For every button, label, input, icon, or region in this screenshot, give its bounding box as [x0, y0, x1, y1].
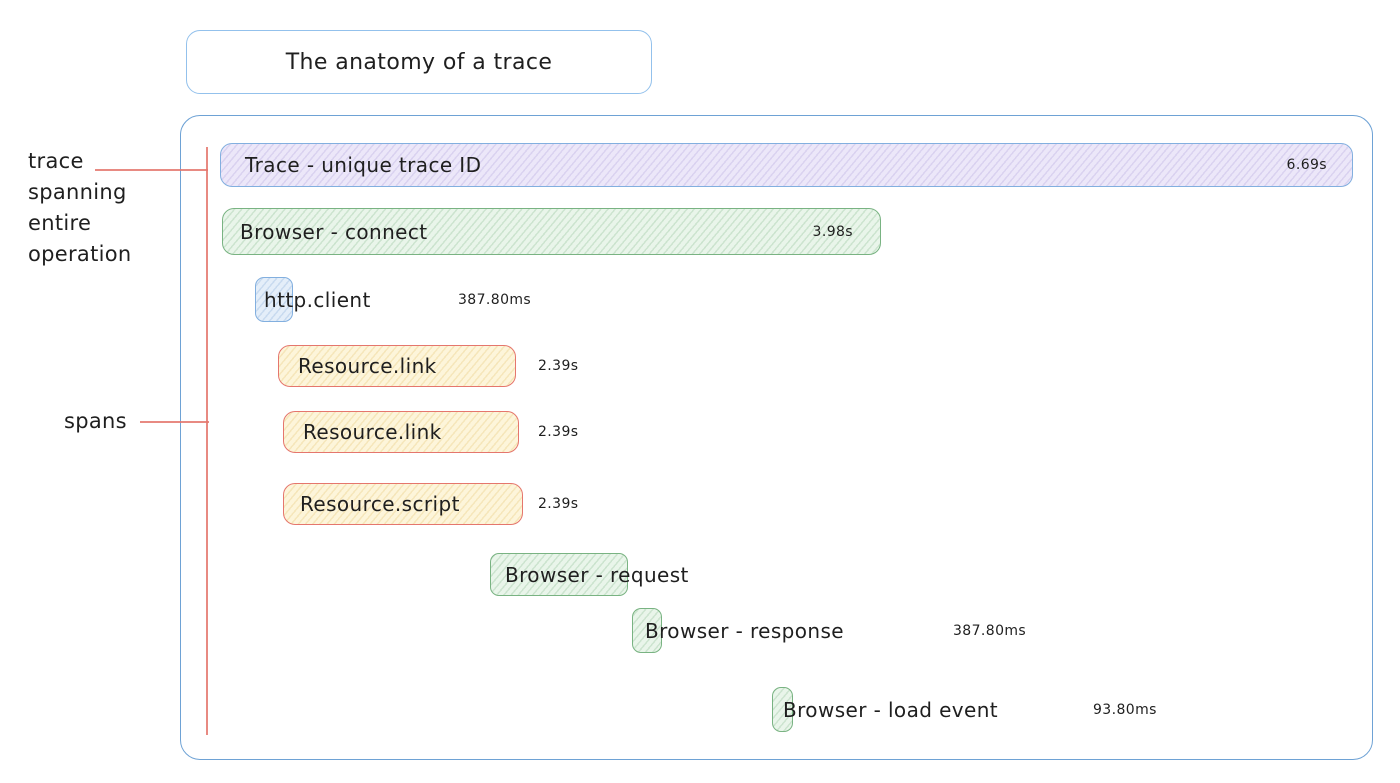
- span-row-trace: Trace - unique trace ID 6.69s: [220, 143, 1353, 187]
- trace-note-connector-line: [95, 169, 208, 171]
- trace-note-line: trace: [28, 149, 84, 173]
- trace-note-line: spanning: [28, 180, 127, 204]
- spans-bracket-line: [206, 147, 208, 735]
- span-row-resource-link: Resource.link 2.39s: [278, 345, 618, 387]
- trace-note: trace spanning entire operation: [28, 146, 132, 270]
- span-label: Resource.link: [303, 420, 442, 444]
- trace-note-line: entire: [28, 211, 92, 235]
- title-box: The anatomy of a trace: [186, 30, 652, 94]
- span-bar-browser-connect: [222, 208, 881, 255]
- trace-note-line: operation: [28, 242, 132, 266]
- trace-container-box: [180, 115, 1373, 760]
- span-label: Browser - load event: [783, 697, 999, 722]
- span-bar-resource-script: [283, 483, 523, 525]
- span-label: Browser - response: [645, 618, 845, 643]
- span-bar-browser-response: [632, 608, 662, 653]
- spans-note-connector-line: [140, 421, 209, 423]
- span-row-http-client: http.client 387.80ms: [255, 277, 595, 322]
- span-bar-trace: [220, 143, 1353, 187]
- span-duration: 2.39s: [538, 424, 579, 440]
- span-bar-http-client: [255, 277, 293, 322]
- span-label: Browser - connect: [240, 219, 428, 244]
- span-duration: 2.39s: [538, 496, 579, 512]
- span-label: Resource.script: [300, 492, 460, 516]
- span-row-resource-link: Resource.link 2.39s: [283, 411, 623, 453]
- spans-note: spans: [64, 409, 127, 433]
- span-duration: 2.39s: [538, 358, 579, 374]
- span-bar-browser-request: [490, 553, 628, 596]
- span-duration: 6.69s: [1286, 157, 1327, 173]
- span-duration: 3.98s: [812, 223, 853, 240]
- span-duration: 387.80ms: [458, 291, 532, 308]
- span-label: http.client: [264, 287, 371, 312]
- span-label: Resource.link: [298, 354, 437, 378]
- span-label: Browser - request: [505, 562, 689, 587]
- span-row-browser-load-event: Browser - load event 93.80ms: [772, 687, 1172, 732]
- diagram-title: The anatomy of a trace: [285, 49, 553, 75]
- span-bar-resource-link: [278, 345, 516, 387]
- span-label: Trace - unique trace ID: [245, 153, 482, 177]
- span-row-browser-response: Browser - response 387.80ms: [632, 608, 1052, 653]
- span-row-browser-connect: Browser - connect 3.98s: [222, 208, 881, 255]
- span-bar-resource-link: [283, 411, 519, 453]
- span-bar-browser-load-event: [772, 687, 793, 732]
- span-row-resource-script: Resource.script 2.39s: [283, 483, 623, 525]
- span-row-browser-request: Browser - request: [490, 553, 790, 596]
- span-duration: 93.80ms: [1093, 701, 1157, 718]
- span-duration: 387.80ms: [953, 622, 1027, 639]
